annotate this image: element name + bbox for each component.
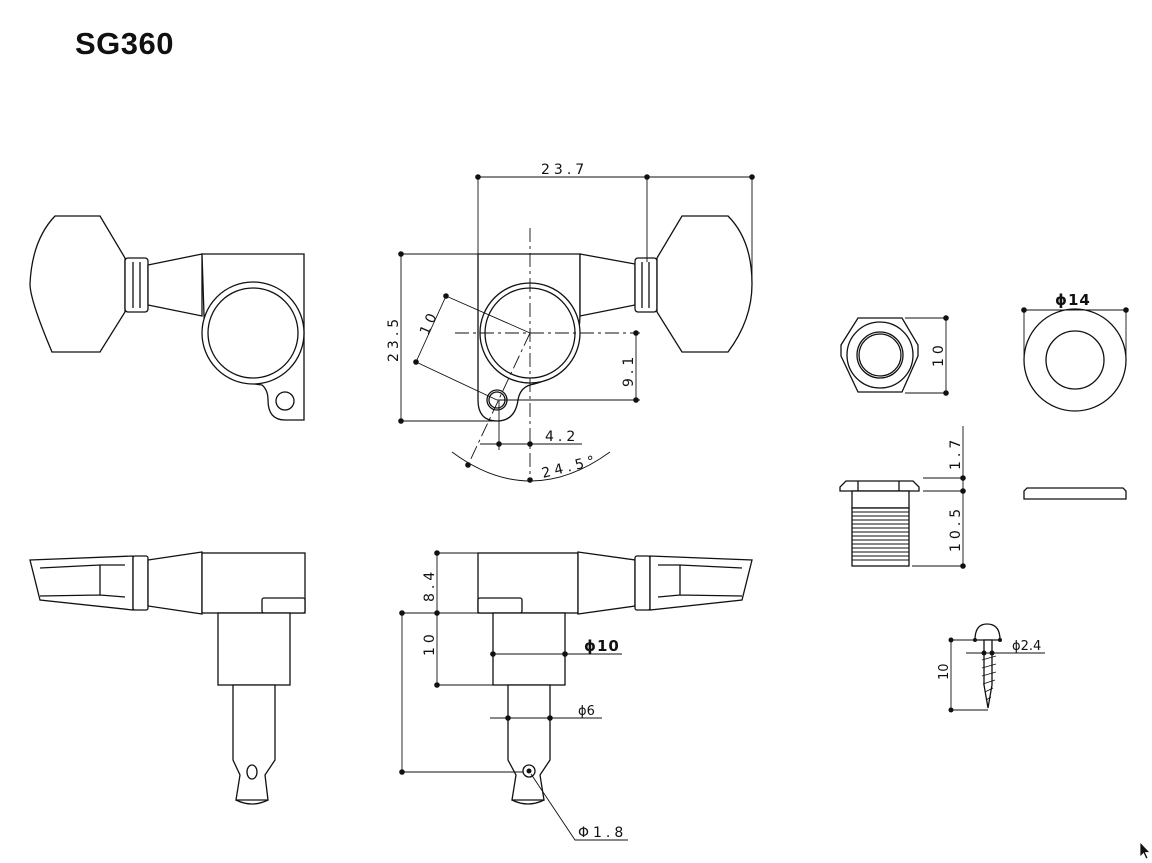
wood-screw — [948, 623, 1045, 713]
dim-post-diameter: ϕ10 — [584, 637, 620, 655]
dim-housing-height: 8.4 — [422, 568, 438, 602]
model-title: SG360 — [75, 26, 175, 61]
dim-overall-width: 23.7 — [541, 162, 588, 178]
mouse-cursor-icon — [1139, 841, 1151, 860]
dim-hole-offset-v: 9.1 — [621, 353, 637, 387]
washer-top — [1021, 307, 1129, 412]
dim-nut-flange: 1.7 — [948, 436, 964, 470]
dim-overall-height: 23.5 — [386, 315, 402, 362]
top-view-center — [455, 215, 753, 480]
dim-washer-diameter: ϕ14 — [1055, 291, 1091, 309]
dim-post-height: 10 — [422, 630, 438, 656]
side-view-top-left — [29, 215, 305, 421]
dim-nut-thread-length: 10.5 — [948, 505, 964, 552]
hex-nut-side — [839, 426, 966, 569]
dim-string-hole: Φ1.8 — [578, 825, 627, 841]
dim-nut-width: 10 — [931, 341, 947, 367]
front-view-bottom-center — [477, 551, 753, 805]
dim-angle: 24.5° — [540, 452, 600, 482]
dim-shaft-diameter: ϕ6 — [578, 704, 595, 719]
dim-screw-length: 10 — [937, 663, 952, 680]
dim-hole-offset-h: 4.2 — [545, 429, 579, 445]
dimension-lines-bottom — [399, 550, 628, 841]
front-view-bottom-left — [29, 551, 306, 805]
dimension-lines-top — [398, 174, 755, 483]
hex-nut-top — [840, 315, 949, 396]
dim-screw-diameter: ϕ2.4 — [1012, 639, 1041, 654]
washer-side — [1023, 487, 1127, 500]
